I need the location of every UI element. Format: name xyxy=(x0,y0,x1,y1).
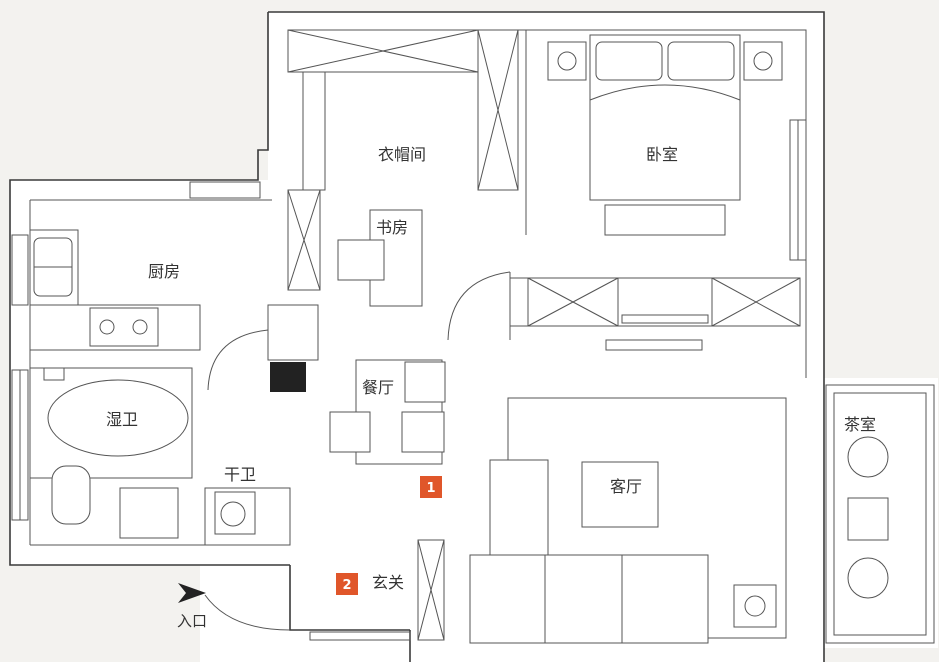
label-wet-bath: 湿卫 xyxy=(106,410,138,429)
label-dining: 餐厅 xyxy=(362,378,394,397)
label-wardrobe: 衣帽间 xyxy=(378,145,426,164)
label-living: 客厅 xyxy=(610,477,642,496)
tea-seat-top xyxy=(847,436,889,478)
study-furniture xyxy=(337,209,423,307)
marker-2: 2 xyxy=(336,573,358,595)
door-arcs xyxy=(204,271,511,631)
tea-room-furniture xyxy=(825,384,935,644)
label-kitchen: 厨房 xyxy=(148,262,180,281)
exterior-walls xyxy=(9,11,825,662)
wash-basin xyxy=(214,491,256,535)
sofa-main xyxy=(469,554,709,644)
label-bedroom: 卧室 xyxy=(646,145,678,164)
nightstand-right xyxy=(743,41,783,81)
washer xyxy=(119,487,179,539)
study-chair xyxy=(337,239,385,281)
label-entrance: 入口 xyxy=(177,612,207,630)
marker-1-bg xyxy=(420,476,442,498)
marker-1: 1 xyxy=(420,476,442,498)
living-furniture xyxy=(417,397,787,644)
toilet xyxy=(51,465,91,525)
coffee-table xyxy=(581,461,659,528)
windows xyxy=(11,119,807,641)
label-foyer: 玄关 xyxy=(372,573,404,592)
marker-1-number: 1 xyxy=(426,481,435,496)
entrance-arrow-icon xyxy=(178,583,206,603)
tea-seat-bottom xyxy=(847,557,889,599)
wet-bath-furniture xyxy=(29,367,193,539)
marker-2-number: 2 xyxy=(342,578,351,593)
wardrobe-area xyxy=(287,29,519,291)
marker-2-bg xyxy=(336,573,358,595)
label-dry-bath: 干卫 xyxy=(224,465,256,484)
bathtub xyxy=(47,379,189,457)
dining-furniture xyxy=(329,359,446,465)
label-tea-room: 茶室 xyxy=(844,415,876,434)
kitchen-furniture xyxy=(29,229,319,392)
bedroom-furniture xyxy=(525,30,783,236)
nightstand-left xyxy=(547,41,587,81)
study-desk xyxy=(369,209,423,307)
tea-table xyxy=(847,497,889,541)
dry-bath-furniture xyxy=(204,487,291,546)
appliance-block xyxy=(270,362,306,392)
label-study: 书房 xyxy=(376,218,408,237)
side-table xyxy=(733,584,777,628)
